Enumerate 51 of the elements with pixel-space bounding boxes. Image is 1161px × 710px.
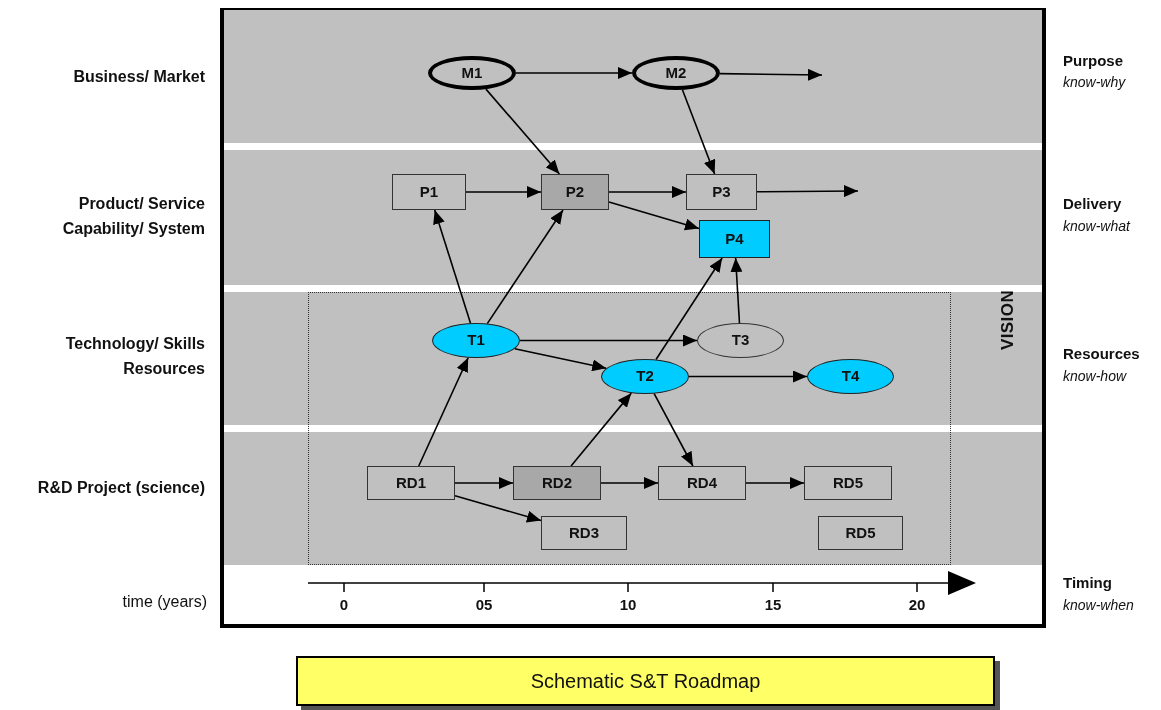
vision-label: VISION (998, 288, 1018, 353)
arrow (417, 356, 469, 467)
rect-node: RD4 (658, 466, 746, 500)
aspect-label: Timing (1063, 573, 1113, 593)
arrow (600, 477, 659, 489)
tick-label: 10 (618, 595, 638, 615)
arrow (515, 67, 633, 79)
rect-node: RD5 (818, 516, 903, 550)
aspect-label: Resources (1063, 344, 1141, 364)
arrow (454, 477, 514, 489)
row-label: R&D Project (science) (36, 478, 205, 498)
aspect-label: Delivery (1063, 194, 1123, 214)
rect-node: RD3 (541, 516, 627, 550)
arrow (608, 186, 687, 198)
arrow (433, 209, 472, 324)
row-label: Business/ Market (72, 67, 205, 87)
arrow (655, 257, 723, 361)
rect-node: P2 (541, 174, 609, 210)
arrow (608, 201, 700, 231)
arrow (454, 494, 542, 523)
arrow (465, 186, 542, 198)
tick-label: 0 (338, 595, 350, 615)
rect-node: RD2 (513, 466, 601, 500)
aspect-sublabel: know-why (1063, 73, 1127, 92)
arrow (570, 392, 633, 467)
rect-node: RD5 (804, 466, 892, 500)
arrow (653, 392, 694, 467)
aspect-sublabel: know-how (1063, 367, 1128, 386)
aspect-sublabel: know-when (1063, 596, 1135, 615)
axis-label: time (years) (121, 592, 207, 612)
arrow (519, 334, 698, 347)
tick-label: 15 (763, 595, 783, 615)
row-label: Technology/ Skills Resources (64, 334, 205, 379)
rect-node: P3 (686, 174, 757, 210)
row-label: Product/ Service Capability/ System (61, 194, 205, 239)
tick-label: 05 (474, 595, 494, 615)
rect-node: P1 (392, 174, 466, 210)
arrow (514, 347, 607, 372)
arrow (485, 88, 561, 175)
arrow (681, 89, 716, 175)
aspect-label: Purpose (1063, 51, 1124, 71)
tick-label: 20 (907, 595, 927, 615)
rect-node: RD1 (367, 466, 455, 500)
aspect-sublabel: know-what (1063, 217, 1132, 236)
rect-node: P4 (699, 220, 770, 258)
arrow (756, 185, 859, 198)
arrow (688, 370, 808, 383)
arrow (730, 257, 743, 324)
arrow (745, 477, 805, 489)
arrow (719, 68, 823, 81)
arrow (486, 209, 564, 325)
